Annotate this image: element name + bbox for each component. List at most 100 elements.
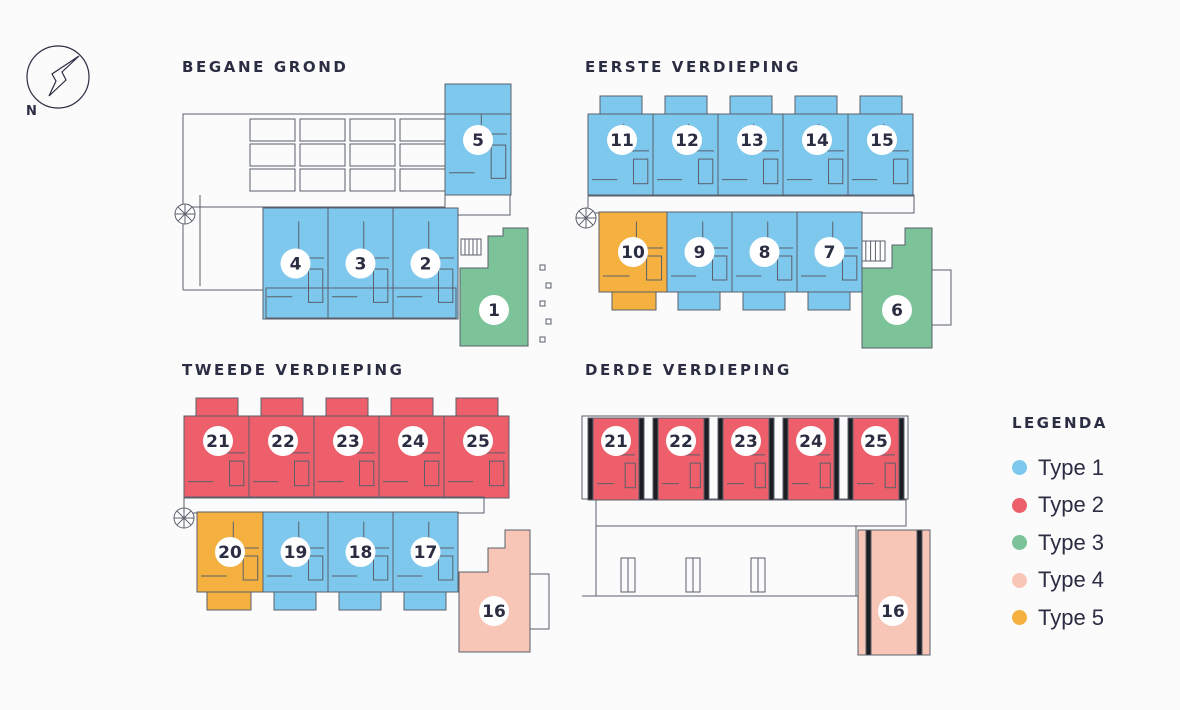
stair-step	[183, 510, 192, 519]
stair-step	[177, 213, 186, 222]
unit-number-label: 16	[881, 602, 905, 622]
bathroom-outline	[763, 158, 779, 185]
balcony	[859, 95, 903, 116]
unit-number-label: 16	[482, 602, 506, 622]
bathroom-outline	[438, 555, 454, 581]
floor-title-eerste-verdieping: EERSTE VERDIEPING	[585, 58, 801, 76]
unit-number-label: 21	[604, 432, 628, 452]
legend-label-type-1: Type 1	[1038, 454, 1105, 480]
balcony	[807, 291, 851, 311]
bathroom-outline	[819, 462, 831, 489]
storage-box	[399, 118, 446, 142]
unit-number-label: 24	[401, 432, 425, 452]
bathroom-outline	[754, 462, 766, 489]
balcony	[444, 83, 512, 115]
unit-number-label: 17	[414, 543, 438, 563]
unit-number-marker: 19	[280, 537, 311, 567]
unit-marker-circle	[666, 426, 696, 456]
dormer-wall	[587, 417, 594, 501]
unit-number-marker: 14	[802, 125, 832, 155]
bathroom-outline	[424, 460, 440, 487]
unit-number-label: 13	[740, 131, 764, 151]
terrace-outline	[265, 287, 457, 319]
unit-number-marker: 4	[280, 248, 311, 279]
bathroom-outline	[712, 255, 728, 281]
legend-item-type-4: Type 4	[1012, 562, 1108, 600]
unit-number-label: 20	[218, 543, 242, 563]
unit-marker-circle	[601, 426, 631, 456]
unit-number-marker: 21	[203, 426, 233, 456]
unit-number-marker: 6	[882, 295, 912, 325]
balcony	[742, 291, 786, 311]
balcony	[273, 591, 317, 611]
unit-number-label: 21	[206, 432, 230, 452]
legend-item-type-1: Type 1	[1012, 449, 1108, 487]
storage-box	[299, 118, 346, 142]
dormer-wall	[638, 417, 645, 501]
corridor-outline	[595, 499, 907, 527]
balcony	[677, 291, 721, 311]
column-post	[539, 300, 546, 307]
unit-marker-circle	[410, 248, 441, 279]
unit-marker-circle	[618, 237, 648, 267]
balcony	[664, 95, 708, 116]
unit-number-marker: 23	[731, 426, 761, 456]
floor-title-tweede-verdieping: TWEEDE VERDIEPING	[182, 361, 405, 379]
legend-item-type-2: Type 2	[1012, 487, 1108, 525]
unit-number-label: 22	[669, 432, 693, 452]
unit-25-floor-3	[852, 417, 900, 501]
unit-number-label: 25	[466, 432, 490, 452]
legend: LEGENDA Type 1 Type 2 Type 3 Type 4 Type…	[1012, 414, 1108, 637]
unit-marker-circle	[867, 125, 897, 155]
balcony	[338, 591, 382, 611]
unit-number-label: 22	[271, 432, 295, 452]
unit-marker-circle	[280, 248, 311, 279]
balcony	[195, 397, 239, 418]
dormer-wall	[703, 417, 710, 501]
unit-marker-circle	[268, 426, 298, 456]
unit-number-marker: 17	[410, 537, 441, 567]
dormer-wall	[652, 417, 659, 501]
unit-number-label: 1	[488, 301, 500, 321]
storage-box	[349, 118, 396, 142]
storage-box	[399, 143, 446, 167]
unit-1-floor-0	[459, 227, 529, 347]
unit-marker-circle	[731, 426, 761, 456]
unit-number-label: 3	[355, 255, 367, 275]
stair-step	[177, 206, 186, 215]
dormer-wall	[898, 417, 905, 501]
dormer-wall	[782, 417, 789, 501]
balcony	[260, 397, 304, 418]
dormer-wall	[847, 417, 854, 501]
balcony	[794, 95, 838, 116]
column-post	[539, 264, 546, 271]
unit-marker-circle	[479, 295, 509, 325]
bathroom-outline	[373, 555, 389, 581]
bathroom-outline	[229, 460, 245, 487]
unit-number-marker: 11	[607, 125, 637, 155]
bathroom-outline	[490, 144, 507, 179]
unit-marker-circle	[796, 426, 826, 456]
dormer-wall	[717, 417, 724, 501]
unit-marker-circle	[684, 237, 715, 267]
staircase	[460, 238, 482, 256]
dormer-wall	[833, 417, 840, 501]
stair-step	[585, 210, 594, 219]
staircase	[860, 240, 886, 262]
unit-number-marker: 8	[749, 237, 780, 267]
legend-dot-type-4	[1012, 572, 1027, 588]
legend-label-type-3: Type 3	[1038, 529, 1105, 555]
storage-box	[399, 168, 446, 192]
unit-number-label: 7	[824, 243, 836, 263]
bathroom-outline	[242, 555, 259, 581]
bathroom-outline	[893, 158, 909, 185]
legend-dot-type-3	[1012, 535, 1027, 551]
storage-box	[249, 143, 296, 167]
unit-number-marker: 2	[410, 248, 441, 279]
unit-number-marker: 3	[345, 248, 376, 279]
stair-step	[176, 510, 185, 519]
bathroom-outline	[294, 460, 310, 487]
bathroom-outline	[624, 462, 636, 489]
legend-label-type-2: Type 2	[1038, 492, 1105, 518]
unit-number-marker: 16	[479, 596, 509, 626]
